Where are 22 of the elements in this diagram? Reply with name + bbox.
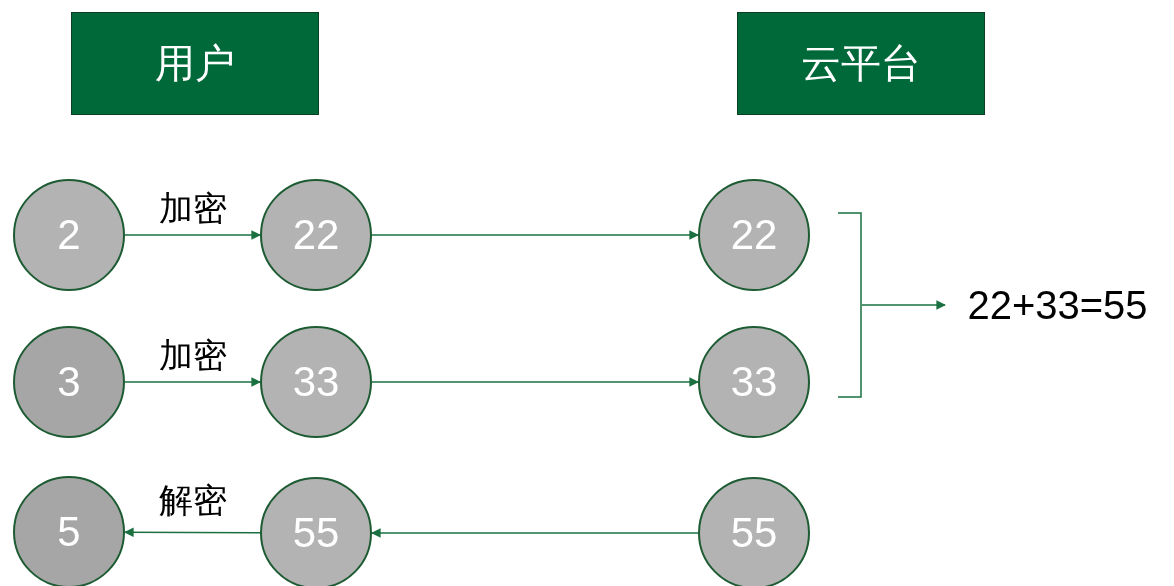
header-box <box>737 12 985 115</box>
header-label: 云平台 <box>801 39 921 88</box>
number-label: 22 <box>292 211 340 259</box>
arrow <box>124 527 261 538</box>
arrow <box>371 528 699 538</box>
header-label: 用户 <box>155 39 235 88</box>
number-label: 33 <box>292 358 340 406</box>
number-label: 5 <box>57 508 81 556</box>
arrow <box>371 377 699 387</box>
number-label: 55 <box>730 509 778 557</box>
number-label: 3 <box>57 358 81 406</box>
arrow <box>371 230 699 240</box>
number-label: 33 <box>730 358 778 406</box>
number-label: 22 <box>730 211 778 259</box>
edge-label: 解密 <box>158 481 227 520</box>
number-label: 55 <box>292 509 340 557</box>
number-label: 2 <box>57 211 81 259</box>
arrow <box>124 377 261 387</box>
arrow <box>861 300 946 310</box>
header-box <box>71 12 319 115</box>
equation-text: 22+33=55 <box>945 280 1170 330</box>
arrow <box>124 230 261 240</box>
